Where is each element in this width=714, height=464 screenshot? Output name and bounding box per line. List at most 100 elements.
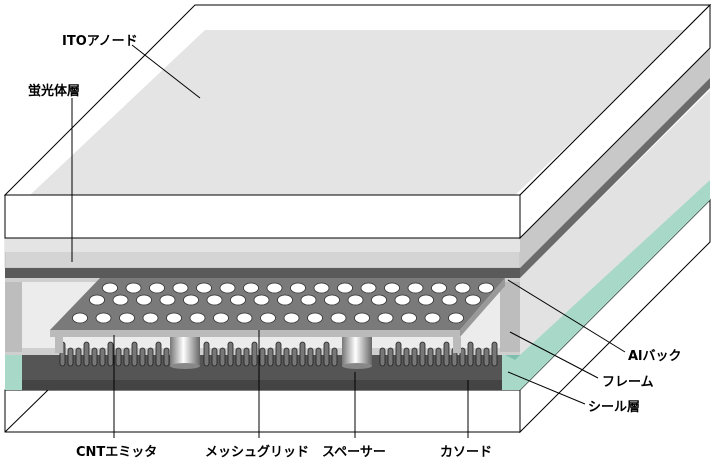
mesh-hole (307, 312, 323, 324)
al-back-layer (5, 78, 710, 278)
label-mesh-grid: メッシュグリッド (205, 445, 310, 460)
label-frame: フレーム (602, 375, 654, 390)
mesh-holes (72, 282, 494, 324)
cnt-emitter (403, 347, 410, 367)
top-glass-ito (3, 3, 712, 240)
leader-ito-anode (131, 44, 201, 99)
mesh-hole (401, 312, 417, 324)
leader-al-back (507, 279, 626, 353)
cnt-emitter (99, 347, 106, 367)
cnt-emitter (91, 347, 98, 367)
mesh-hole (371, 294, 387, 306)
cnt-emitter (67, 347, 74, 367)
cnt-emitter (163, 347, 170, 367)
mesh-hole (136, 294, 152, 306)
leader-seal (507, 371, 586, 405)
cnt-emitter (83, 341, 90, 367)
cnt-emitter (219, 347, 226, 367)
mesh-hole (119, 312, 135, 324)
mesh-hole (213, 312, 229, 324)
cnt-emitter (243, 347, 250, 367)
cnt-emitter (123, 347, 130, 367)
mesh-hole (300, 294, 317, 306)
cnt-emitter (395, 341, 402, 367)
mesh-hole (424, 312, 441, 324)
mesh-hole (253, 294, 270, 306)
mesh-hole (324, 294, 340, 306)
mesh-hole (354, 312, 370, 324)
mesh-hole (454, 282, 471, 294)
mesh-hole (290, 282, 306, 294)
cathode-shade (22, 380, 502, 390)
mesh-hole (166, 312, 182, 324)
cnt-emitter (331, 347, 338, 367)
mesh-hole (95, 312, 112, 324)
bottom-glass (4, 198, 711, 434)
mesh-hole (448, 312, 464, 324)
cnt-emitter (379, 347, 386, 367)
mesh-hole (125, 282, 142, 294)
cnt-emitter (387, 347, 394, 367)
cnt-emitter (315, 347, 322, 367)
cnt-emitter (235, 347, 242, 367)
cnt-emitter (411, 347, 418, 367)
mesh-hole (243, 282, 259, 294)
label-spacer: スペーサー (322, 445, 386, 460)
label-seal: シール層 (588, 400, 641, 415)
cnt-emitter (435, 347, 442, 367)
mesh-hole (189, 312, 206, 324)
label-al-back: Alバック (628, 349, 682, 364)
cnt-emitter (203, 341, 210, 367)
mesh-hole (313, 282, 330, 294)
cnt-emitter (259, 347, 266, 367)
mesh-hole (89, 294, 105, 306)
cnt-emitter (419, 341, 426, 367)
mesh-hole (206, 294, 223, 306)
mesh-hole (196, 282, 212, 294)
mesh-hole (394, 294, 411, 306)
mesh-hole (407, 282, 424, 294)
cnt-emitter (75, 347, 82, 367)
mesh-hole (260, 312, 276, 324)
cnt-emitters (59, 341, 498, 367)
mesh-hole (384, 282, 400, 294)
mesh-hole (418, 294, 434, 306)
cnt-emitter (483, 347, 490, 367)
cnt-emitter (267, 347, 274, 367)
cnt-emitter (299, 341, 306, 367)
cnt-emitter (467, 341, 474, 367)
mesh-hole (142, 312, 159, 324)
mesh-hole (465, 294, 481, 306)
cnt-emitter (307, 347, 314, 367)
cnt-emitter (139, 347, 146, 367)
cnt-emitter (283, 347, 290, 367)
mesh-hole (112, 294, 129, 306)
cnt-emitter (227, 341, 234, 367)
mesh-hole (277, 294, 293, 306)
mesh-hole (330, 312, 347, 324)
cnt-emitter (131, 341, 138, 367)
mesh-hole (377, 312, 394, 324)
mesh-hole (441, 294, 458, 306)
label-cathode: カソード (440, 445, 493, 460)
mesh-hole (72, 312, 88, 324)
cnt-emitter (459, 347, 466, 367)
cnt-emitter (275, 341, 282, 367)
cnt-emitter (443, 341, 450, 367)
mesh-hole (266, 282, 283, 294)
cnt-emitter (107, 341, 114, 367)
mesh-hole (149, 282, 165, 294)
spacer-base (342, 363, 372, 369)
label-ito-anode: ITOアノード (62, 34, 138, 49)
mesh-hole (283, 312, 300, 324)
mesh-hole (230, 294, 246, 306)
cnt-emitter (251, 341, 258, 367)
leader-lines (71, 44, 626, 438)
mesh-hole (347, 294, 364, 306)
mesh-hole (159, 294, 176, 306)
mesh-hole (337, 282, 353, 294)
label-phosphor: 蛍光体層 (28, 84, 81, 99)
cnt-emitter (115, 347, 122, 367)
cnt-emitter (211, 347, 218, 367)
